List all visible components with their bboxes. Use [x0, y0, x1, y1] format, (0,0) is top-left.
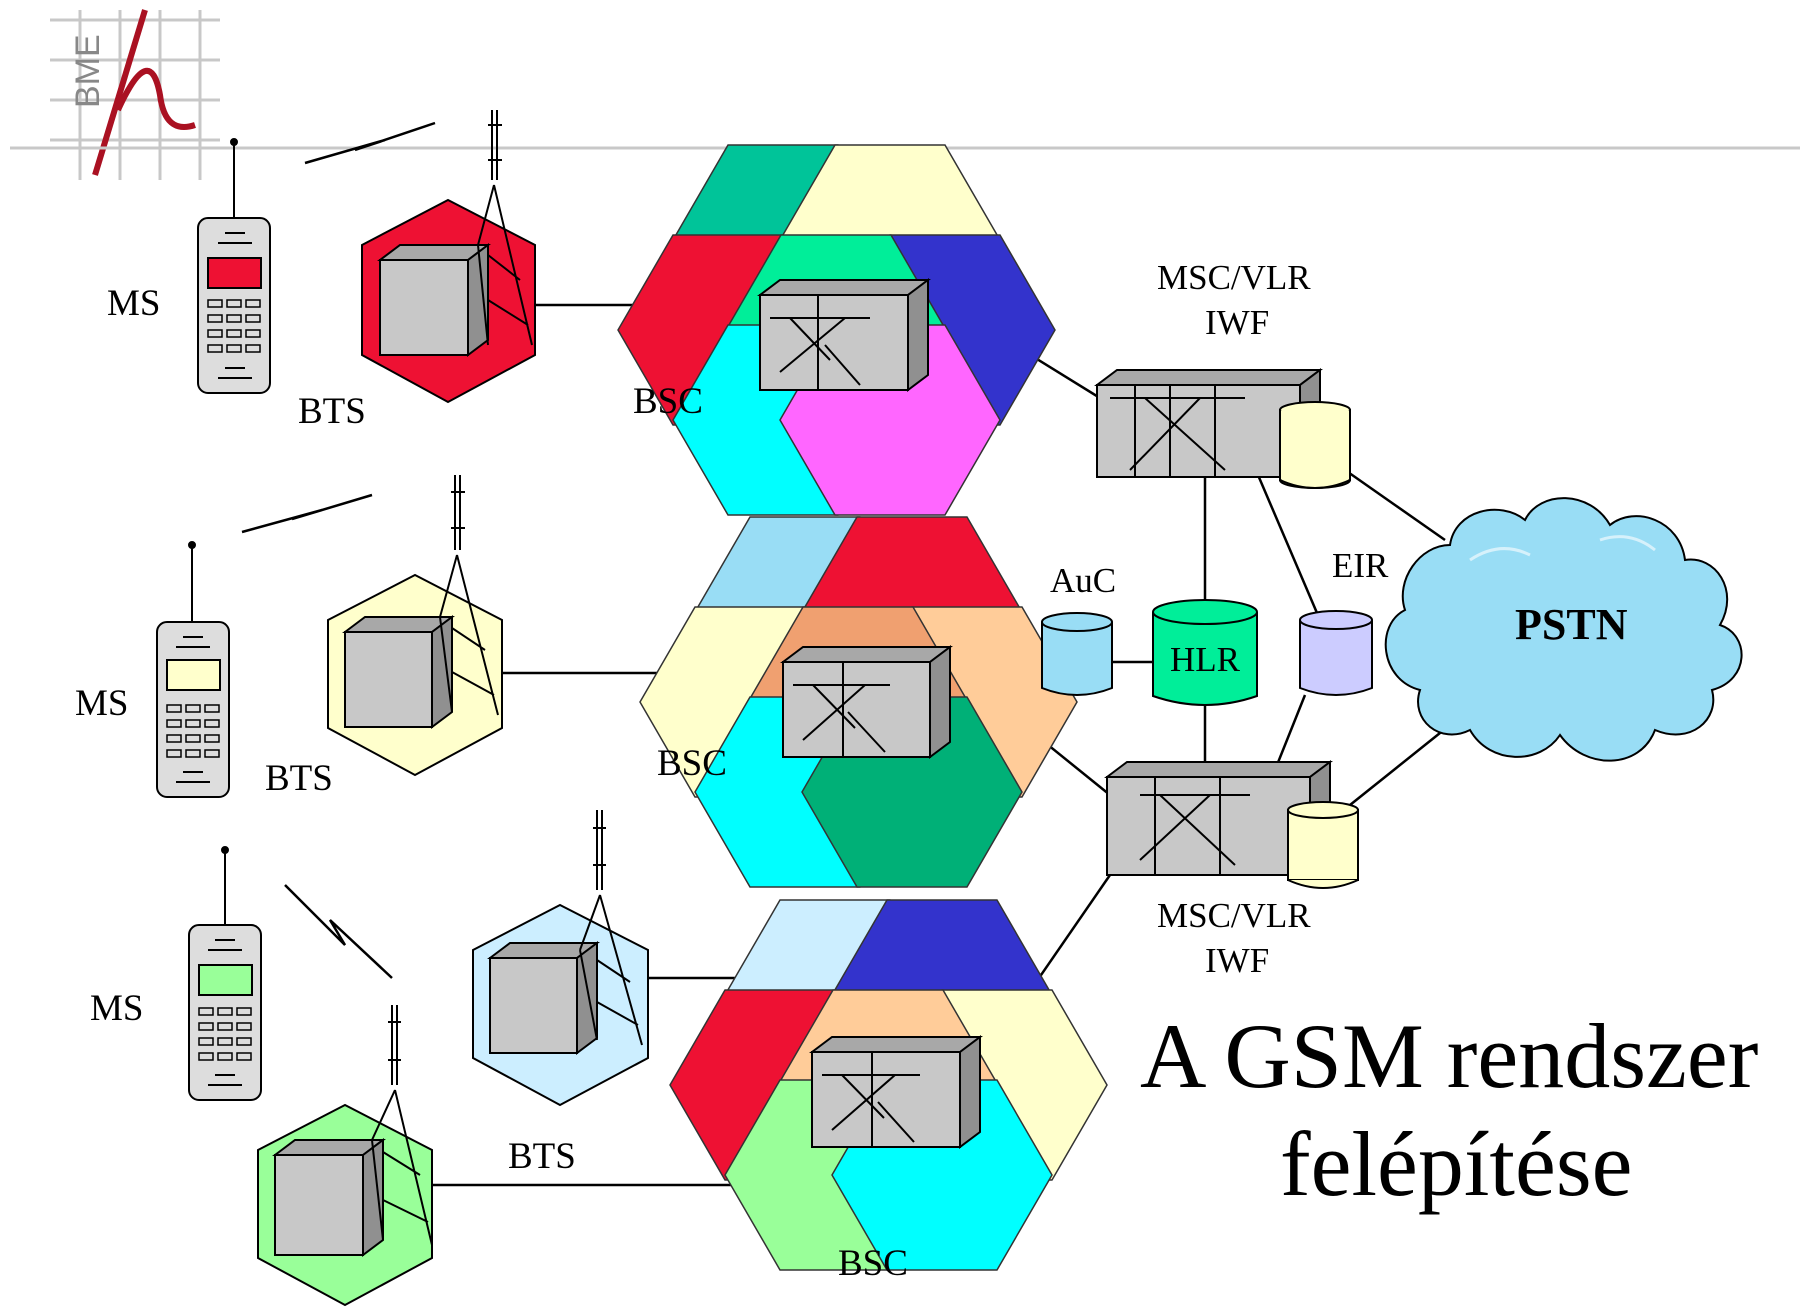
radio-link-icon-3 — [284, 884, 393, 979]
diagram-title-line1: A GSM rendszer — [1140, 1005, 1759, 1107]
ms-label-1: MS — [107, 283, 161, 324]
bsc-label-1: BSC — [633, 381, 703, 422]
bsc-switch-icon-2 — [780, 645, 953, 759]
hlr-database-icon — [1152, 599, 1258, 706]
ms-label-2: MS — [75, 683, 129, 724]
bts-label-2: BTS — [265, 758, 333, 799]
bsc-switch-icon-3 — [809, 1035, 983, 1149]
bsc-switch-icon-1 — [757, 278, 931, 392]
vlr-database-icon-2 — [1287, 801, 1359, 889]
msc-switch-icon-1 — [1094, 368, 1323, 479]
bts-site-icon-2 — [327, 475, 503, 777]
msc-vlr-label-2: MSC/VLR — [1157, 896, 1311, 935]
bsc-label-3: BSC — [838, 1243, 908, 1284]
mobile-phone-icon-2 — [156, 541, 230, 798]
auc-label: AuC — [1050, 561, 1117, 600]
bts-label-1: BTS — [298, 391, 366, 432]
pstn-cloud-icon — [1384, 497, 1743, 762]
iwf-label-1: IWF — [1205, 303, 1270, 342]
bts-site-icon-3 — [472, 810, 649, 1107]
iwf-label-2: IWF — [1205, 941, 1270, 980]
eir-label: EIR — [1332, 546, 1389, 585]
radio-link-icon-2 — [241, 493, 373, 534]
radio-link-icons — [241, 121, 436, 979]
ms-label-3: MS — [90, 988, 144, 1029]
bme-logo-text: BME — [69, 34, 107, 108]
bts-site-icon-1 — [361, 110, 536, 404]
pstn-label: PSTN — [1515, 600, 1628, 649]
radio-link-icon-1 — [304, 121, 436, 165]
diagram-title-line2: felépítése — [1280, 1113, 1633, 1215]
mobile-phone-icon-1 — [197, 138, 271, 394]
eir-database-icon — [1299, 610, 1373, 696]
bts-site-icon-4 — [257, 1005, 433, 1307]
msc-vlr-label-1: MSC/VLR — [1157, 258, 1311, 297]
auc-database-icon — [1041, 612, 1113, 696]
bts-label-3: BTS — [508, 1136, 576, 1177]
hlr-label: HLR — [1170, 640, 1240, 679]
vlr-database-icon-1 — [1279, 401, 1351, 489]
mobile-phone-icon-3 — [188, 846, 262, 1101]
bsc-label-2: BSC — [657, 743, 727, 784]
